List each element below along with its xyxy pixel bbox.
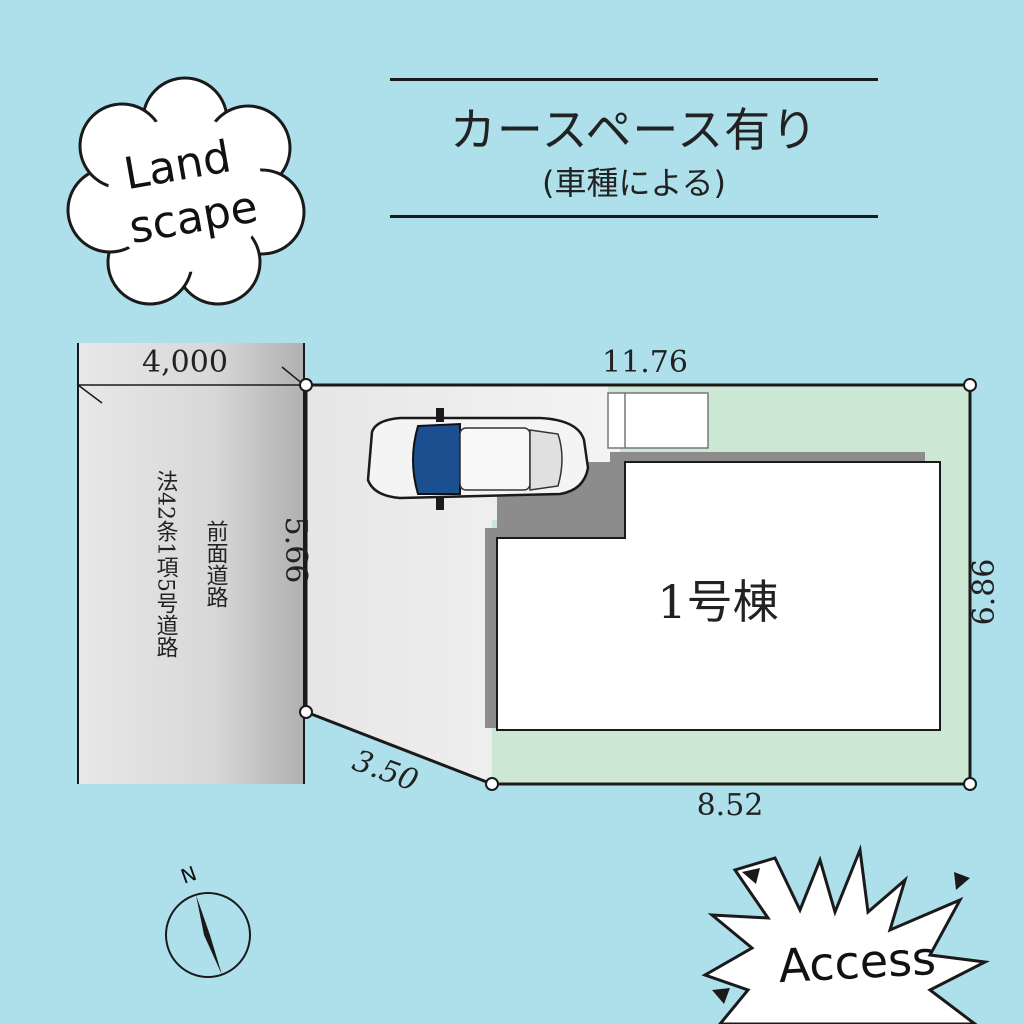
header-rule-bottom (390, 215, 878, 218)
access-spark (954, 872, 970, 890)
boundary-marker (299, 705, 313, 719)
boundary-marker (963, 378, 977, 392)
header-rule-top (390, 78, 878, 81)
access-label: Access (777, 931, 937, 993)
front-road (78, 343, 304, 784)
access-spark (712, 988, 730, 1004)
dimension-right: 6.86 (967, 559, 1002, 626)
dimension-bottom: 8.52 (697, 788, 764, 823)
road-width-dimension: 4,000 (142, 345, 228, 380)
road-type-label: 法42条1項5号道路 (153, 470, 179, 658)
header-subtitle: (車種による) (541, 164, 726, 202)
compass-north-label: N (178, 861, 200, 889)
compass-ring (165, 892, 251, 978)
road-front-label: 前面道路 (203, 520, 229, 608)
logo-center (108, 116, 264, 272)
dimension-top: 11.76 (602, 345, 688, 380)
lot-boundary (304, 383, 972, 786)
building-label: 1号棟 (657, 575, 778, 629)
access-burst (701, 844, 991, 1024)
compass-needle (196, 895, 222, 975)
dimension-left: 5.66 (278, 517, 313, 584)
parked-car (366, 408, 590, 510)
car-mirror (436, 496, 444, 510)
utility-box (607, 392, 709, 449)
header-title: カースペース有り (449, 103, 819, 157)
car-rear-window (529, 429, 563, 491)
car-roof (459, 427, 531, 491)
boundary-marker (299, 378, 313, 392)
building-1 (496, 461, 941, 731)
car-windshield (412, 422, 461, 495)
road-width-tick (77, 384, 103, 404)
car-mirror (436, 408, 444, 422)
boundary-marker (485, 777, 499, 791)
compass-icon: N (165, 861, 251, 978)
access-spark (742, 868, 760, 884)
landscape-logo: Land scape (66, 76, 306, 306)
boundary-marker (963, 777, 977, 791)
access-badge[interactable]: Access (701, 844, 991, 1024)
building-shadow (485, 452, 925, 728)
